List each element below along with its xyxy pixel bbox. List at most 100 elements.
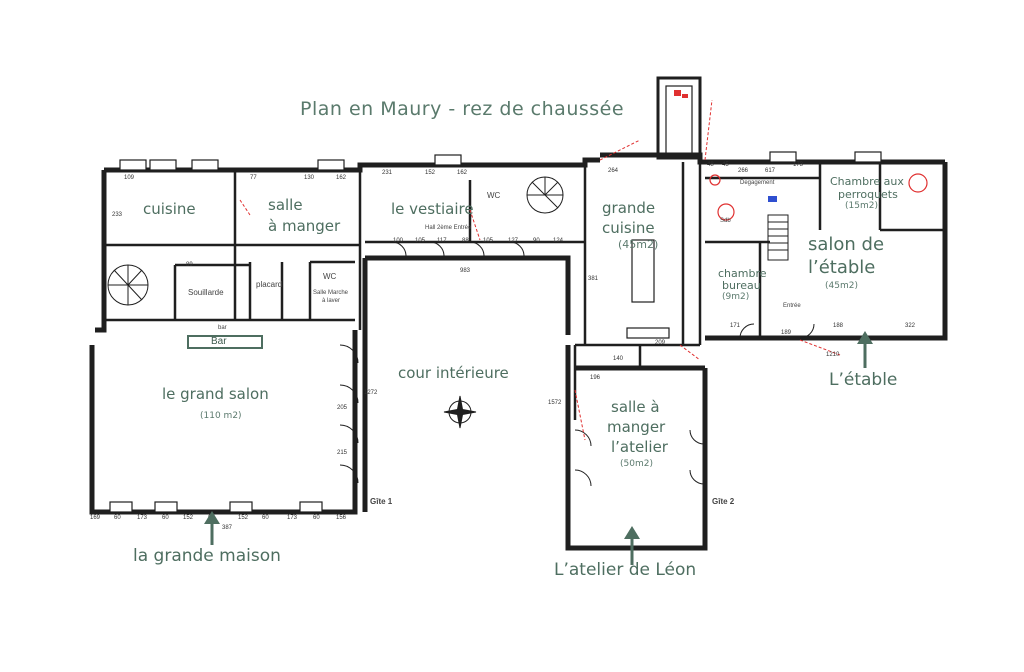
spiral-staircase-hall bbox=[526, 176, 564, 214]
dimension: 127 bbox=[508, 238, 519, 244]
spiral-staircase-left bbox=[107, 264, 149, 306]
dimension: 48 bbox=[707, 162, 714, 168]
dimension: 60 bbox=[114, 515, 121, 521]
room-chambre-bureau-area: (9m2) bbox=[722, 292, 750, 302]
red-markings bbox=[239, 99, 841, 441]
bar-label: Bar bbox=[211, 336, 227, 347]
dimension: 196 bbox=[590, 375, 601, 381]
label-a-laver: à laver bbox=[322, 298, 341, 304]
entrance-etable: L’étable bbox=[829, 370, 898, 390]
label-wc-hall: WC bbox=[487, 191, 501, 200]
label-degagement: Degagement bbox=[740, 180, 775, 186]
dimension: 140 bbox=[613, 356, 624, 362]
dimension: 152 bbox=[238, 515, 249, 521]
room-salon-etable-line1: salon de bbox=[808, 234, 885, 255]
dimension: 90 bbox=[533, 238, 540, 244]
dimension: 231 bbox=[382, 170, 393, 176]
room-chambre-perroquets-line2: perroquets bbox=[838, 188, 898, 201]
bar-counter: Bar bbox=[187, 335, 263, 349]
dimension: 173 bbox=[287, 515, 298, 521]
room-chambre-perroquets-area: (15m2) bbox=[845, 201, 878, 211]
dimension: 173 bbox=[793, 162, 804, 168]
entrance-grande-maison: la grande maison bbox=[133, 546, 281, 566]
label-entree: Entrée bbox=[783, 303, 801, 309]
dimension-court-width: 983 bbox=[460, 268, 471, 274]
dimension: 130 bbox=[304, 175, 315, 181]
outer-walls bbox=[89, 152, 948, 551]
dimension: 266 bbox=[738, 168, 749, 174]
inner-walls bbox=[104, 162, 945, 420]
room-grande-cuisine-line1: grande bbox=[602, 199, 656, 217]
dimension: 1272 bbox=[364, 390, 378, 396]
dimension: 124 bbox=[553, 238, 564, 244]
dimension: 233 bbox=[112, 212, 123, 218]
label-gite-1: Gîte 1 bbox=[370, 497, 393, 506]
dimension: 215 bbox=[337, 450, 348, 456]
dimension: 60 bbox=[208, 515, 215, 521]
dimension: 205 bbox=[337, 405, 348, 411]
dimension: 117 bbox=[437, 238, 447, 244]
room-grand-salon: le grand salon bbox=[162, 385, 269, 403]
dimension: 1572 bbox=[548, 400, 562, 406]
dimension: 60 bbox=[313, 515, 320, 521]
dimension: 100 bbox=[393, 238, 404, 244]
dimension: 89 bbox=[186, 262, 193, 268]
dimension: 1210 bbox=[826, 352, 840, 358]
room-chambre-bureau-line1: chambre bbox=[718, 267, 767, 280]
dimension: 169 bbox=[90, 515, 101, 521]
dimension: 322 bbox=[905, 323, 916, 329]
dimension: 105 bbox=[415, 238, 426, 244]
straight-stairs bbox=[767, 214, 789, 261]
label-placard: placard bbox=[256, 280, 283, 289]
room-chambre-perroquets-line1: Chambre aux bbox=[830, 175, 904, 188]
dimension: 162 bbox=[457, 170, 468, 176]
compass-rose bbox=[443, 395, 477, 429]
dimension: 387 bbox=[222, 525, 233, 531]
room-salle-atelier-line2: manger bbox=[607, 418, 666, 436]
dimension: 188 bbox=[833, 323, 844, 329]
doors bbox=[339, 241, 815, 487]
windows bbox=[109, 151, 882, 513]
room-salle-a-manger-line2: à manger bbox=[268, 217, 341, 235]
dimension: 173 bbox=[137, 515, 148, 521]
room-salle-atelier-line3: l’atelier bbox=[611, 438, 668, 456]
label-salle-marche: Salle Marche bbox=[313, 290, 349, 296]
room-chambre-bureau-line2: bureau bbox=[722, 279, 761, 292]
dimension: 189 bbox=[781, 330, 792, 336]
dimension: 381 bbox=[588, 276, 599, 282]
red-circles bbox=[709, 173, 928, 221]
plan-title: Plan en Maury - rez de chaussée bbox=[300, 98, 625, 120]
dimension: 156 bbox=[336, 515, 347, 521]
dimension: 105 bbox=[483, 238, 494, 244]
label-wc-left: WC bbox=[323, 272, 337, 281]
dimension: 152 bbox=[425, 170, 436, 176]
room-grand-salon-area: (110 m2) bbox=[200, 411, 242, 421]
room-cuisine: cuisine bbox=[143, 200, 196, 218]
label-souillarde: Souillarde bbox=[188, 288, 224, 297]
label-bar-small: bar bbox=[218, 325, 227, 331]
room-grande-cuisine-area: (45m2) bbox=[618, 238, 659, 251]
dimension: 264 bbox=[608, 168, 619, 174]
dimension: 77 bbox=[250, 175, 257, 181]
dimension: 617 bbox=[765, 168, 776, 174]
dimension: 209 bbox=[655, 340, 666, 346]
entrance-atelier-leon: L’atelier de Léon bbox=[554, 560, 697, 580]
label-sdb: Sdb bbox=[720, 218, 731, 224]
room-salon-etable-line2: l’étable bbox=[808, 257, 876, 278]
room-salle-atelier-line1: salle à bbox=[611, 398, 660, 416]
kitchen-island bbox=[626, 239, 670, 339]
label-hall: Hall 2ème Entrée bbox=[425, 225, 472, 231]
dimension: 60 bbox=[162, 515, 169, 521]
room-salle-atelier-area: (50m2) bbox=[620, 459, 653, 469]
dimension: 171 bbox=[730, 323, 741, 329]
dimension: 162 bbox=[336, 175, 347, 181]
room-vestiaire: le vestiaire bbox=[391, 200, 474, 218]
dimension: 45 bbox=[722, 162, 729, 168]
dimension: 88 bbox=[462, 238, 469, 244]
blue-marker bbox=[768, 196, 777, 202]
dimension: 109 bbox=[124, 175, 135, 181]
red-fire-marker bbox=[674, 90, 688, 98]
label-gite-2: Gîte 2 bbox=[712, 497, 735, 506]
dimension: 152 bbox=[183, 515, 194, 521]
